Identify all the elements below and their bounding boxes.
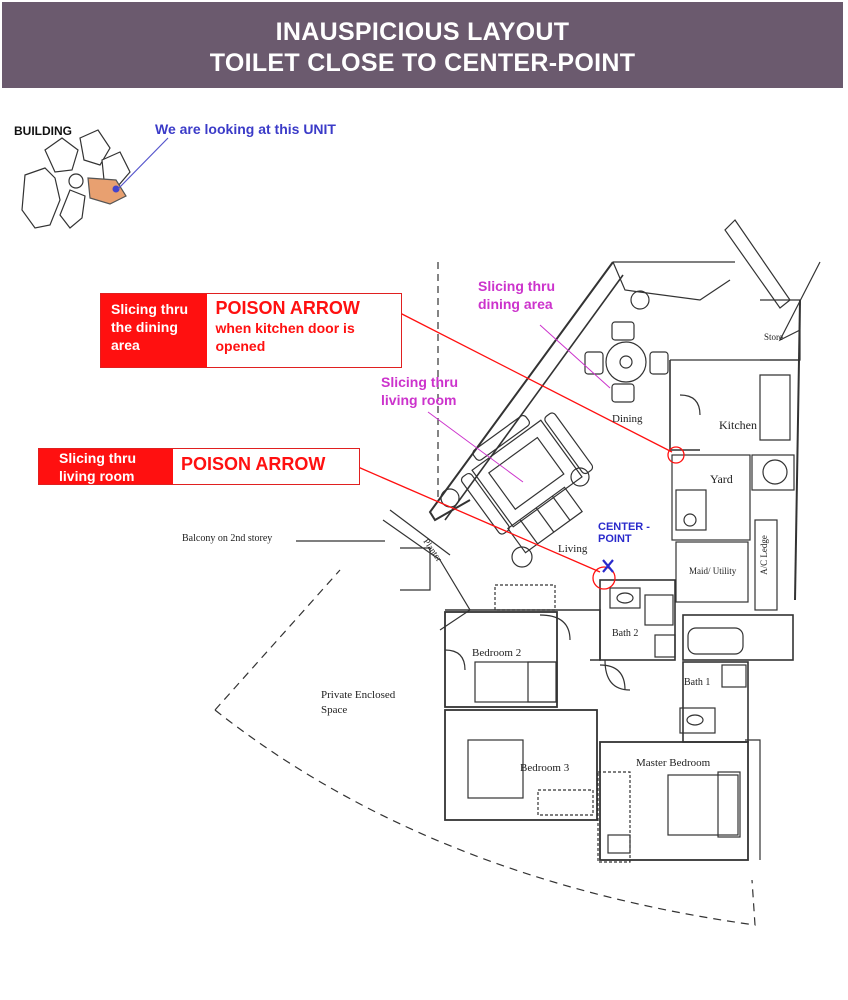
callout-dining-subtext: when kitchen door is opened (215, 320, 355, 354)
living-poison-arrow-callout: Slicing thru living room POISON ARROW (38, 448, 360, 485)
callout-living-main: POISON ARROW (173, 449, 333, 484)
center-point-marker (592, 566, 616, 590)
room-label-kitchen: Kitchen (719, 418, 757, 432)
callout-living-heading: POISON ARROW (181, 454, 326, 474)
callout-dining-side: Slicing thru the dining area (101, 294, 208, 367)
title-line-1: INAUSPICIOUS LAYOUT (275, 18, 570, 46)
highlighted-unit-marker (87, 177, 127, 205)
callout-living-side: Slicing thru living room (39, 449, 173, 484)
building-key-diagram (21, 129, 169, 229)
room-label-yard: Yard (710, 472, 733, 486)
callout-dining-heading: POISON ARROW (215, 298, 360, 318)
dining-slice-note: Slicing thru dining area (478, 278, 555, 312)
center-point-note: CENTER -POINT (598, 521, 650, 545)
room-label-living: Living (558, 543, 588, 555)
living-poison-arrow-line (357, 466, 601, 573)
dining-poison-arrow-callout: Slicing thru the dining area POISON ARRO… (100, 293, 402, 368)
room-label-dining: Dining (612, 413, 643, 425)
callout-dining-main: POISON ARROW when kitchen door is opened (207, 294, 401, 367)
title-banner: INAUSPICIOUS LAYOUT TOILET CLOSE TO CENT… (2, 2, 843, 88)
room-label-bath1: Bath 1 (684, 677, 711, 688)
center-point-icon (602, 559, 614, 573)
room-label-private-space: Private Enclosed Space (321, 689, 396, 716)
title-line-2: TOILET CLOSE TO CENTER-POINT (209, 49, 636, 77)
room-label-bath2: Bath 2 (612, 628, 639, 639)
room-label-maid-utility: Maid/ Utility (689, 566, 737, 576)
building-label: BUILDING (14, 124, 72, 138)
room-label-bedroom2: Bedroom 2 (472, 647, 522, 659)
kitchen-door-marker (667, 446, 685, 464)
living-slice-note: Slicing thru living room (381, 374, 458, 408)
room-label-ac-ledge: A/C Ledge (758, 535, 769, 575)
room-label-bedroom3: Bedroom 3 (520, 762, 570, 774)
room-label-balcony: Balcony on 2nd storey (182, 533, 273, 544)
room-label-store: Store (764, 332, 783, 342)
dining-poison-arrow-line (399, 312, 673, 453)
unit-note: We are looking at this UNIT (155, 121, 336, 137)
room-label-master-bedroom: Master Bedroom (636, 757, 711, 769)
